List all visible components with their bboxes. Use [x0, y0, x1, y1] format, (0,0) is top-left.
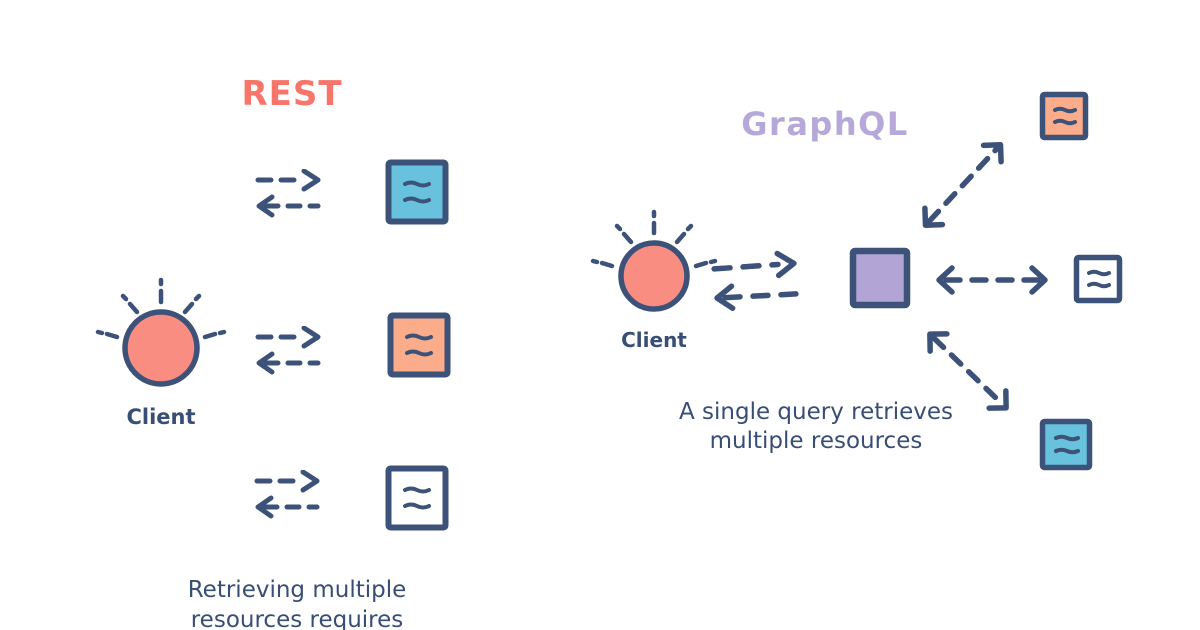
shine-rays-icon — [590, 209, 718, 269]
server-box-rect — [385, 465, 449, 531]
resource-box-rect — [1073, 254, 1123, 304]
request-response-arrows-icon — [255, 326, 321, 375]
graphql-server-box-icon — [849, 247, 911, 309]
graphql-caption: A single query retrieves multiple resour… — [616, 398, 1016, 456]
request-response-arrows-icon — [255, 169, 321, 218]
server-box-white-icon — [385, 465, 449, 531]
server-box-orange-icon — [387, 312, 451, 378]
shine-rays-icon — [95, 277, 227, 340]
gateway-box-rect — [849, 247, 911, 309]
rest-caption-line1: Retrieving multiple — [187, 577, 407, 603]
graphql-caption-line2: multiple resources — [709, 428, 923, 454]
rest-client-icon — [95, 277, 227, 387]
double-arrow-down-right-icon — [917, 321, 1020, 422]
graphql-client-label: Client — [621, 328, 687, 352]
resource-box-blue-icon — [1039, 418, 1093, 471]
resource-box-rect — [1039, 91, 1089, 141]
graphql-request-response-arrows-icon — [711, 250, 799, 311]
client-circle — [618, 240, 690, 312]
double-arrow-up-right-icon — [912, 132, 1014, 239]
server-box-blue-icon — [385, 159, 449, 225]
server-box-rect — [385, 159, 449, 225]
rest-caption-line2: resources requires — [190, 607, 404, 630]
resource-box-rect — [1039, 418, 1093, 471]
rest-client-label: Client — [126, 405, 196, 429]
graphql-caption-line1: A single query retrieves — [678, 399, 953, 425]
double-arrow-horizontal-icon — [936, 265, 1048, 295]
graphql-title: GraphQL — [741, 105, 909, 143]
rest-caption: Retrieving multiple resources requires — [137, 575, 457, 630]
resource-box-white-icon — [1073, 254, 1123, 304]
graphql-client-icon — [590, 209, 718, 312]
resource-box-orange-icon — [1039, 91, 1089, 141]
request-response-arrows-icon — [254, 470, 320, 519]
rest-title: REST — [241, 74, 343, 114]
server-box-rect — [387, 312, 451, 378]
client-circle — [122, 309, 200, 387]
